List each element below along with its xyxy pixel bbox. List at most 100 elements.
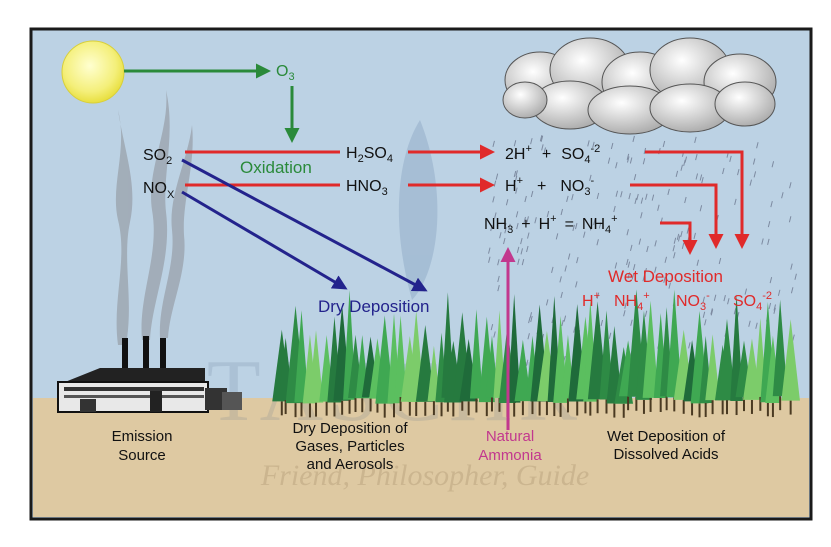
tree-trunk <box>605 399 608 414</box>
raindrop <box>644 268 647 275</box>
tree-trunk <box>759 396 762 411</box>
raindrop <box>673 237 677 244</box>
raindrop <box>683 159 686 166</box>
raindrop <box>513 170 517 178</box>
tree-icon <box>781 319 800 401</box>
raindrop <box>615 162 618 169</box>
tree-trunk <box>553 402 556 417</box>
wet-ion-hydrogen: H+ <box>582 290 600 310</box>
dry-deposition-gases-line3: and Aerosols <box>307 456 394 473</box>
raindrop <box>504 222 507 230</box>
tree-trunk <box>589 401 592 416</box>
tree-trunk <box>649 397 652 412</box>
tree-trunk <box>325 401 328 416</box>
raindrop <box>676 233 680 240</box>
tree-trunk <box>461 396 464 411</box>
tree-trunk <box>665 396 668 411</box>
raindrop <box>722 167 725 175</box>
tree-icon <box>294 310 309 403</box>
raindrop <box>517 258 520 265</box>
raindrop <box>634 197 637 204</box>
raindrop <box>530 138 533 145</box>
raindrop <box>733 308 737 315</box>
tree-trunk <box>475 398 478 413</box>
tree-trunk <box>704 402 707 417</box>
tree-icon <box>308 330 324 403</box>
raindrop <box>488 247 491 254</box>
raindrop <box>539 135 543 142</box>
smoke-plumes <box>115 90 193 345</box>
raindrop <box>792 334 795 341</box>
raindrop <box>525 359 529 366</box>
raindrop <box>640 197 644 204</box>
tree-trunk <box>725 400 728 415</box>
tree-trunk <box>452 402 455 417</box>
tree-trunk <box>538 401 541 416</box>
raindrop <box>729 155 732 163</box>
tree-trunk <box>376 398 379 413</box>
raindrop <box>564 265 567 272</box>
raindrop <box>672 245 676 252</box>
tree-trunk <box>711 400 714 415</box>
raindrop <box>769 276 773 284</box>
tree-trunk <box>771 403 774 418</box>
raindrop <box>630 319 633 326</box>
raindrop <box>540 135 544 142</box>
tree-trunk <box>576 401 579 416</box>
ozone-label: O3 <box>276 63 295 83</box>
raindrop <box>734 198 737 205</box>
raindrop <box>662 140 666 148</box>
raindrop <box>516 223 519 230</box>
forest <box>272 289 800 418</box>
raindrop <box>710 308 713 315</box>
raindrop <box>575 281 578 288</box>
raindrop <box>520 238 523 245</box>
raindrop <box>582 231 586 238</box>
raindrop <box>608 332 612 339</box>
raindrop <box>515 170 518 177</box>
raindrop <box>613 205 616 213</box>
raindrop <box>607 157 611 164</box>
sulfate-to-wet-arrow <box>645 150 750 249</box>
tree-trunk <box>393 403 396 418</box>
raindrop <box>633 174 637 181</box>
raindrop <box>686 227 690 234</box>
tree-icon <box>394 315 407 397</box>
raindrop <box>541 144 544 151</box>
raindrop <box>701 177 704 184</box>
raindrop <box>593 218 596 226</box>
tree-icon <box>514 339 532 402</box>
raindrop <box>497 275 500 283</box>
raindrop <box>748 320 751 327</box>
raindrop <box>515 187 518 194</box>
tree-icon <box>507 294 521 403</box>
emission-source-label-line1: Emission <box>112 428 173 445</box>
raindrop <box>573 326 576 333</box>
raindrop <box>495 173 499 180</box>
raindrop <box>642 275 645 282</box>
tree-trunk <box>613 403 616 418</box>
raindrop <box>530 190 534 198</box>
tree-icon <box>718 318 736 401</box>
tree-trunk <box>485 402 488 417</box>
raindrop <box>514 175 518 182</box>
wet-ion-nitrate: NO3- <box>676 290 710 313</box>
tree-trunk <box>354 398 357 413</box>
raindrop <box>543 147 546 154</box>
raindrop <box>680 230 683 238</box>
raindrop <box>794 273 797 280</box>
raindrop <box>551 266 554 274</box>
watermark-tagline: Friend, Philosopher, Guide <box>260 459 589 492</box>
raindrop <box>494 212 497 219</box>
raindrop <box>628 193 631 200</box>
raindrop <box>713 294 717 301</box>
dry-deposition-gases-line1: Dry Deposition of <box>292 420 408 437</box>
raindrop <box>654 240 657 247</box>
raindrop <box>574 223 578 230</box>
tree-trunk <box>735 401 738 416</box>
raindrop <box>513 140 517 147</box>
tree-trunk <box>513 402 516 417</box>
raindrop <box>589 174 592 181</box>
dry-deposition-gases-line2: Gases, Particles <box>295 438 404 455</box>
raindrop <box>546 210 550 218</box>
